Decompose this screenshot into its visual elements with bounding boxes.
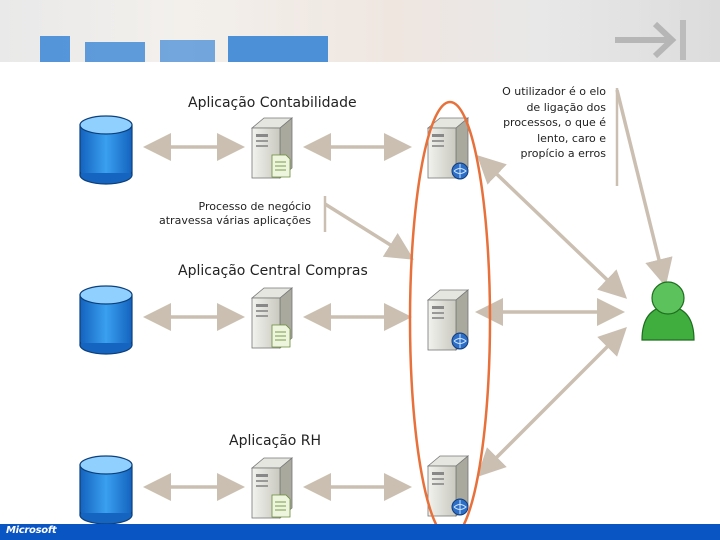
label-process-line1: Processo de negócio (198, 200, 312, 213)
integration-server-icon (427, 455, 469, 517)
banner-tile (160, 40, 215, 62)
note-line: lento, caro e (537, 131, 606, 145)
arrow-srv3-user (477, 327, 627, 477)
integration-server-icon (427, 117, 469, 180)
database-icon (79, 115, 133, 185)
note-line: propício a erros (520, 147, 606, 160)
label-app-contabilidade: Aplicação Contabilidade (188, 95, 357, 111)
label-process: Processo de negócio atravessa várias apl… (147, 200, 311, 228)
application-server-icon (251, 117, 293, 179)
database-icon (79, 455, 133, 525)
note-user-link: O utilizador é o elo de ligação dos proc… (470, 84, 606, 162)
footer-bar: Microsoft (0, 524, 720, 540)
integration-server-icon (427, 289, 469, 351)
application-server-icon (251, 287, 293, 349)
note-line: processos, o que é (503, 116, 606, 129)
header-banner (0, 0, 720, 62)
application-server-icon (251, 457, 293, 519)
note-line: de ligação dos (526, 100, 606, 114)
banner-arrow-icon (615, 20, 686, 60)
label-app-rh: Aplicação RH (229, 433, 322, 449)
banner-tile (40, 36, 70, 62)
callout-line (615, 89, 673, 287)
note-line: O utilizador é o elo (502, 85, 606, 98)
banner-tile (85, 42, 145, 62)
label-process-line2: atravessa várias aplicações (159, 214, 311, 227)
process-callout-line (324, 202, 414, 260)
user-icon (641, 281, 695, 341)
microsoft-logo: Microsoft (6, 525, 57, 536)
label-app-central: Aplicação Central Compras (178, 263, 368, 279)
database-icon (79, 285, 133, 355)
banner-tile (228, 36, 328, 62)
arrow-srv1-user (476, 155, 628, 299)
